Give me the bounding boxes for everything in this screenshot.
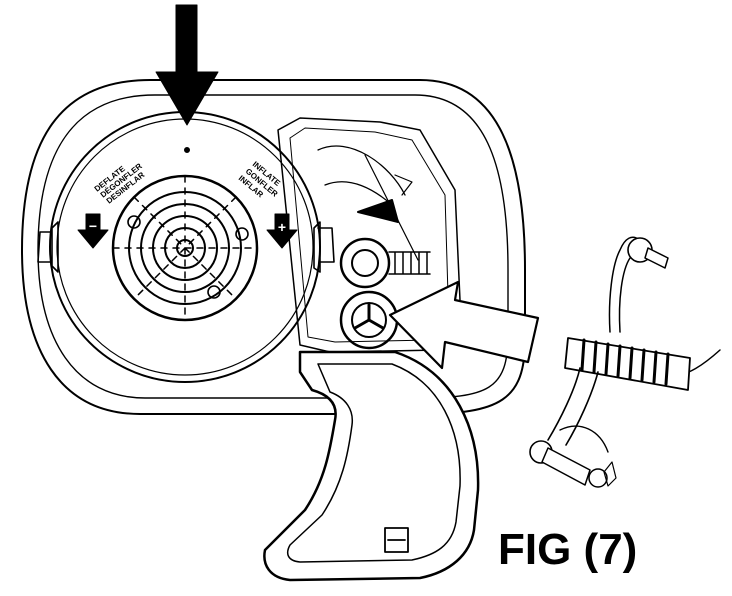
port-spring: [388, 251, 431, 275]
insert-arrow: [388, 280, 540, 370]
hose-accessory: [529, 236, 721, 488]
inflate-arrow-icon: [266, 213, 298, 249]
knob-spokes: [112, 175, 258, 321]
dial-rim: [49, 111, 321, 383]
valve-flap: [317, 145, 406, 196]
valve-chamber: [277, 117, 461, 353]
knob-screw-2: [235, 227, 249, 241]
dial-rim-inner: [56, 118, 314, 376]
valve-indicator-arrow: [357, 199, 399, 223]
valve-flap-2: [324, 181, 393, 206]
pump-handle[interactable]: [263, 350, 480, 582]
knob-screw-1: [127, 215, 141, 229]
left-clip: [37, 221, 59, 273]
upper-port-outer: [339, 237, 391, 289]
valve-chamber-inner: [289, 127, 449, 343]
handle-latch: [384, 527, 409, 553]
right-clip: [313, 221, 335, 273]
pump-housing-outer: [21, 79, 526, 415]
lower-port-vanes: [353, 303, 385, 330]
inflate-plus-symbol: +: [278, 219, 286, 235]
figure-label: FIG (7): [498, 525, 638, 574]
press-down-arrow: [155, 4, 219, 126]
pump-handle-inner: [287, 363, 461, 563]
upper-port-inner: [351, 249, 379, 277]
dial-top-dot: [184, 147, 190, 153]
knob-screw-3: [207, 285, 221, 299]
pump-housing-inner: [37, 94, 509, 399]
valve-pivot-line-2: [394, 174, 413, 196]
lower-port-inner: [351, 302, 387, 338]
deflate-arrow-icon: [77, 213, 109, 249]
deflate-minus-symbol: −: [89, 218, 97, 234]
